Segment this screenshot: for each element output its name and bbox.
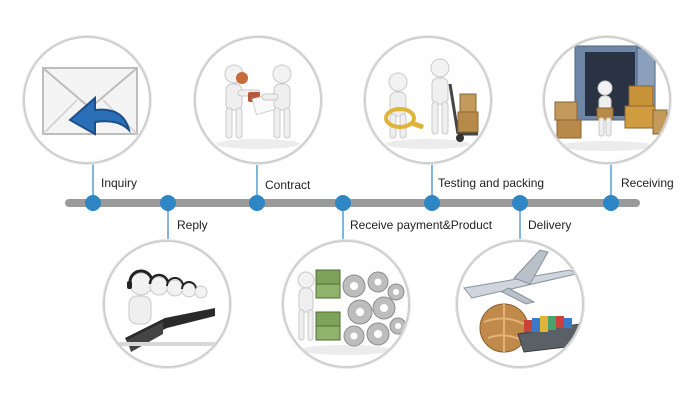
call-center-icon: [119, 269, 215, 352]
step-circle-delivery: [456, 240, 584, 368]
node-payment: [335, 195, 351, 211]
step-label-delivery: Delivery: [528, 218, 572, 232]
step-label-receiving: Receiving: [621, 176, 674, 190]
step-circle-contract: [194, 36, 322, 164]
step-label-payment: Receive payment&Product: [350, 218, 493, 232]
node-delivery: [512, 195, 528, 211]
envelope-reply-icon: [42, 67, 138, 136]
step-label-inquiry: Inquiry: [101, 176, 138, 190]
node-contract: [249, 195, 265, 211]
money-gears-icon: [297, 269, 407, 355]
node-receiving: [603, 195, 619, 211]
node-inquiry: [85, 195, 101, 211]
plane-ship-globe-icon: [463, 249, 581, 353]
timeline-bar: [65, 199, 640, 207]
node-reply: [160, 195, 176, 211]
step-circle-testing: [364, 36, 492, 164]
step-circle-reply: [103, 240, 231, 368]
step-label-testing: Testing and packing: [438, 176, 545, 190]
step-label-reply: Reply: [177, 218, 208, 232]
node-testing: [424, 195, 440, 211]
container-boxes-icon: [554, 45, 668, 151]
step-label-contract: Contract: [265, 178, 311, 192]
handshake-stamp-icon: [216, 64, 300, 149]
step-circle-receiving: [543, 36, 671, 164]
magnifier-cart-icon: [384, 58, 479, 149]
step-circle-payment: [282, 240, 410, 368]
step-circle-inquiry: [23, 36, 151, 164]
